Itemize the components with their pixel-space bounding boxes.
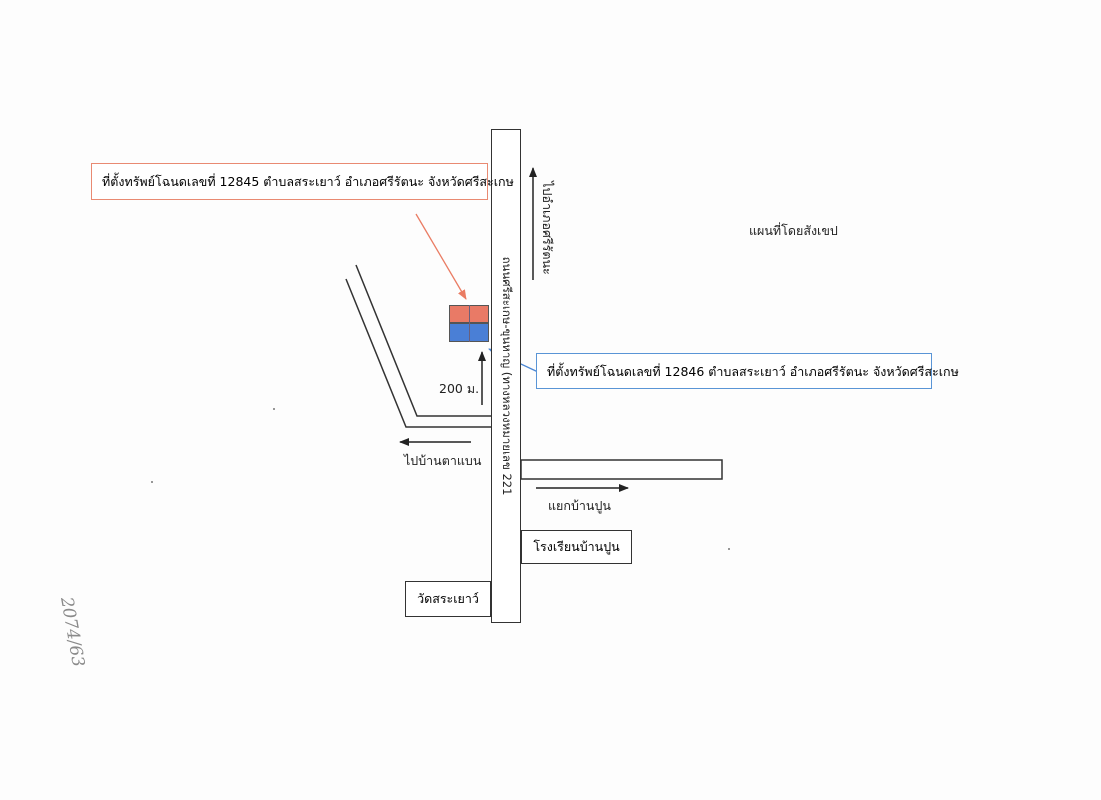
map-title: แผนที่โดยสังเขป bbox=[749, 223, 838, 238]
callout-parcel-12846: ที่ตั้งทรัพย์โฉนดเลขที่ 12846 ตำบลสระเยา… bbox=[536, 353, 959, 389]
side-road-ban-pun bbox=[520, 459, 723, 480]
ban-pun-junction-label: แยกบ้านปูน bbox=[548, 498, 611, 513]
ban-pun-school: โรงเรียนบ้านปูน bbox=[521, 530, 632, 564]
distance-label: 200 ม. bbox=[439, 381, 480, 396]
parcel-divider bbox=[469, 305, 470, 342]
to-ban-ta-baen-label: ไปบ้านตาแบน bbox=[404, 453, 482, 468]
scan-speck bbox=[151, 481, 153, 483]
main-road-label: ถนนศรีสะเกษ-ขุนหาญ (ทางหลวงหมายเลข 221 bbox=[500, 256, 514, 496]
sa-yao-temple: วัดสระเยาว์ bbox=[405, 581, 491, 617]
scan-speck bbox=[728, 548, 730, 550]
scan-speck bbox=[273, 408, 275, 410]
branch-road-right-edge bbox=[355, 264, 491, 417]
branch-road-left-edge bbox=[345, 278, 491, 428]
to-si-rattana-label: ไปอำเภอศรีรัตนะ bbox=[540, 181, 555, 275]
callout-parcel-12845: ที่ตั้งทรัพย์โฉนดเลขที่ 12845 ตำบลสระเยา… bbox=[91, 163, 514, 200]
leader-red bbox=[415, 213, 467, 300]
main-road-221 bbox=[491, 129, 521, 623]
